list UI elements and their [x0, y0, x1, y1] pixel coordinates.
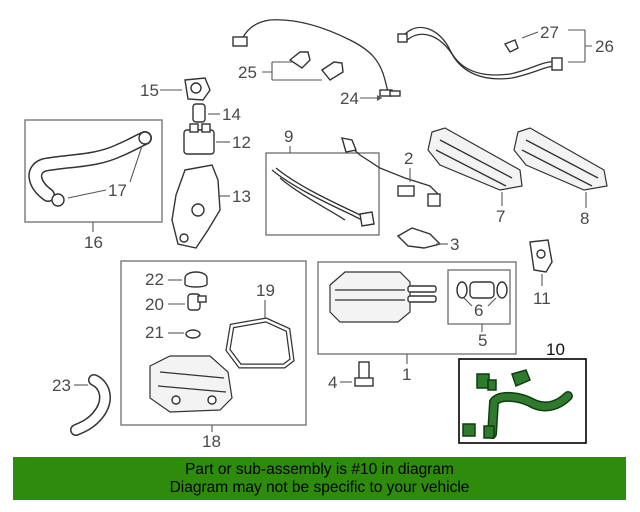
hose-23[interactable] [70, 374, 111, 436]
group-box-1 [317, 261, 517, 355]
bolt-4[interactable] [354, 361, 374, 387]
callout-11: 11 [533, 289, 551, 308]
grommet-21[interactable] [185, 329, 201, 339]
cover-7[interactable] [427, 127, 523, 191]
callout-13: 13 [232, 187, 251, 206]
cover-18[interactable] [149, 355, 233, 413]
group-box-9 [265, 152, 380, 236]
hose-assembly-10[interactable] [462, 369, 573, 439]
callout-16: 16 [84, 233, 103, 252]
callout-7: 7 [496, 207, 505, 226]
callout-21: 21 [145, 323, 164, 342]
group-box-18 [120, 260, 307, 426]
rod-9[interactable] [271, 167, 375, 227]
valve-12[interactable] [183, 123, 215, 155]
valve-20[interactable] [187, 293, 207, 311]
part-info-banner: Part or sub-assembly is #10 in diagram D… [13, 457, 626, 500]
callout-22: 22 [145, 270, 164, 289]
callout-20: 20 [145, 295, 164, 314]
cover-8[interactable] [513, 127, 608, 191]
group-box-5 [447, 269, 511, 325]
banner-line-2: Diagram may not be specific to your vehi… [169, 478, 470, 496]
callout-26: 26 [595, 37, 614, 56]
callout-1: 1 [402, 365, 411, 384]
callout-23: 23 [52, 376, 71, 395]
valve-6[interactable] [456, 281, 508, 299]
callout-6: 6 [474, 301, 483, 320]
callout-15: 15 [140, 81, 159, 100]
clip-3[interactable] [396, 227, 442, 249]
hose-16[interactable] [28, 131, 152, 207]
bracket-13[interactable] [171, 164, 221, 249]
hose-14[interactable] [192, 103, 206, 123]
callout-2: 2 [404, 149, 413, 168]
callout-4: 4 [328, 373, 337, 392]
bracket-11[interactable] [529, 239, 553, 273]
callout-24: 24 [340, 89, 359, 108]
gasket-19[interactable] [225, 317, 295, 369]
banner-line-1: Part or sub-assembly is #10 in diagram [185, 460, 454, 478]
canister-1[interactable] [329, 271, 437, 323]
callout-12: 12 [232, 133, 251, 152]
cap-22[interactable] [184, 271, 208, 288]
callout-10: 10 [546, 340, 565, 359]
callout-5: 5 [478, 331, 487, 350]
callout-3: 3 [450, 235, 459, 254]
parts-diagram: 24 25 27 26 15 14 12 13 17 16 [24, 19, 614, 451]
callout-19: 19 [256, 281, 275, 300]
brackets-25[interactable] [288, 51, 344, 81]
group-box-10 [458, 358, 587, 444]
harness-2[interactable] [341, 137, 441, 207]
callout-27: 27 [540, 23, 559, 42]
solenoid-15[interactable] [184, 77, 211, 101]
callout-8: 8 [580, 209, 589, 228]
oxygen-sensor-26[interactable] [397, 26, 563, 80]
callout-14: 14 [222, 105, 241, 124]
oxygen-sensor-24[interactable] [232, 19, 401, 97]
callout-25: 25 [238, 63, 257, 82]
callout-18: 18 [202, 432, 221, 451]
callout-9: 9 [284, 127, 293, 146]
callout-17: 17 [108, 181, 127, 200]
